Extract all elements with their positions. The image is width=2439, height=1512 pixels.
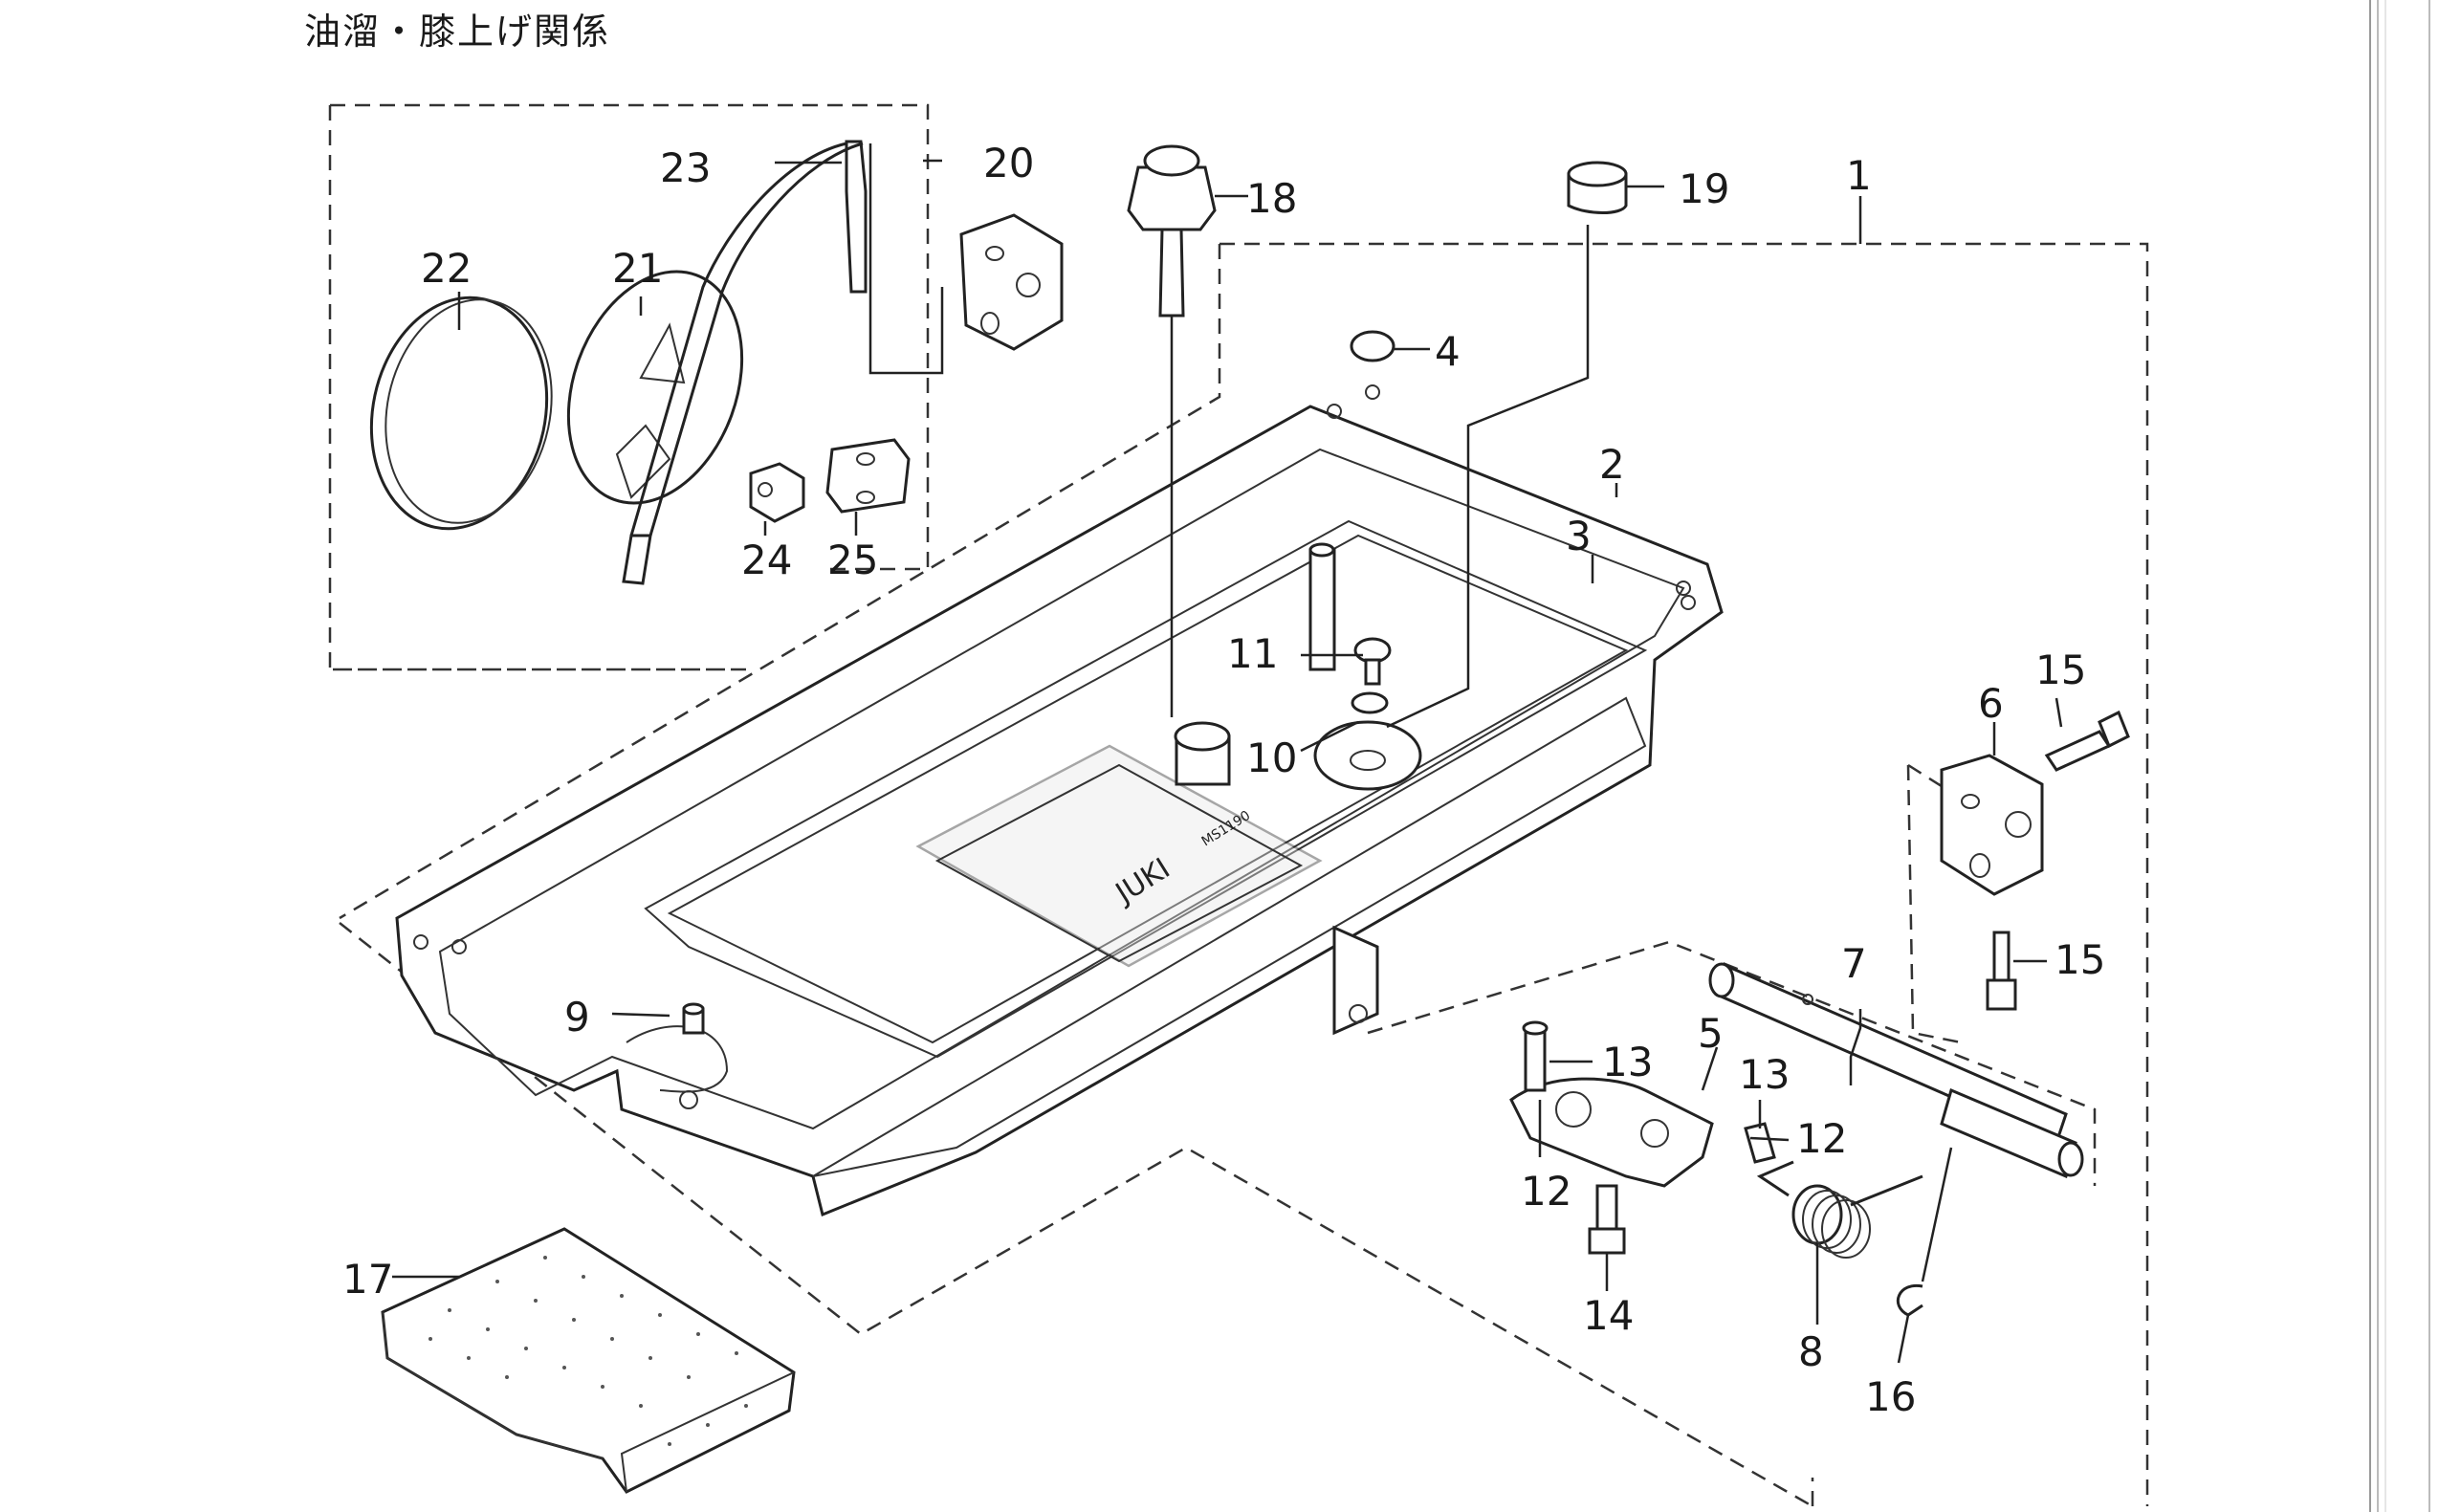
callout-2: 2 — [1599, 441, 1625, 488]
callout-18: 18 — [1246, 175, 1297, 222]
oil-gauge-18 — [1127, 144, 1217, 318]
callout-17: 17 — [342, 1256, 393, 1303]
callout-3: 3 — [1566, 513, 1592, 559]
callout-24: 24 — [741, 537, 792, 583]
callout-15a: 15 — [2035, 646, 2086, 693]
oil-pan: JUKI MS1190 — [395, 404, 1724, 1217]
callout-19: 19 — [1679, 165, 1729, 212]
callout-22: 22 — [421, 245, 472, 292]
screw-11 — [1353, 637, 1392, 686]
cap-19 — [1567, 161, 1628, 214]
leader-lines — [392, 143, 2063, 1364]
screw-15-upper — [2044, 710, 2130, 772]
screw-15-lower — [1986, 931, 2017, 1011]
screw-14 — [1588, 1184, 1626, 1255]
screw-13-left — [1522, 1020, 1549, 1092]
callout-8: 8 — [1798, 1328, 1824, 1375]
callout-20: 20 — [983, 140, 1034, 186]
oil-pad-17 — [381, 1227, 796, 1494]
callout-9: 9 — [564, 994, 590, 1041]
callout-1: 1 — [1846, 152, 1872, 199]
callout-5: 5 — [1698, 1010, 1724, 1057]
page-title: 油溜・膝上げ関係 — [304, 11, 611, 53]
knee-lifter-bracket-20 — [959, 213, 1064, 351]
knee-lifter-cover-22 — [369, 296, 553, 531]
knee-lifter-rod-23 — [622, 140, 868, 585]
shaft-7 — [1708, 962, 2084, 1179]
callout-12b: 12 — [1796, 1115, 1847, 1162]
block-6 — [1940, 754, 2044, 896]
group-20-dashed-box — [330, 103, 930, 671]
plate-25 — [825, 438, 911, 514]
pin-9 — [682, 1002, 705, 1035]
callout-13a: 13 — [1602, 1039, 1653, 1085]
callout-6: 6 — [1978, 680, 2004, 727]
callout-23: 23 — [660, 144, 711, 191]
page-edge-lines — [2369, 0, 2430, 1512]
callout-7: 7 — [1841, 940, 1867, 987]
callout-14: 14 — [1583, 1292, 1634, 1339]
callout-12a: 12 — [1521, 1168, 1571, 1215]
callout-25: 25 — [827, 537, 878, 583]
callout-4: 4 — [1435, 328, 1461, 375]
callout-10: 10 — [1246, 734, 1297, 781]
callout-11: 11 — [1227, 630, 1278, 677]
washer-10 — [1351, 691, 1389, 714]
group-1-dashed-box — [339, 242, 2149, 1508]
nut-24 — [749, 462, 805, 523]
screw-13-right — [1744, 1122, 1776, 1164]
callout-labels: 1 2 3 4 5 6 7 8 9 10 11 12 12 13 13 14 1… — [342, 140, 2105, 1420]
callout-16: 16 — [1865, 1373, 1916, 1420]
callout-21: 21 — [612, 245, 663, 292]
group-7-dashed-box — [1367, 764, 2097, 1186]
e-ring-16 — [1896, 1283, 1923, 1317]
knee-lifter-plate-21 — [566, 270, 744, 505]
rubber-plug-4 — [1350, 330, 1395, 400]
callout-15b: 15 — [2054, 936, 2105, 983]
callout-13b: 13 — [1739, 1051, 1790, 1098]
spring-8 — [1756, 1160, 1923, 1259]
